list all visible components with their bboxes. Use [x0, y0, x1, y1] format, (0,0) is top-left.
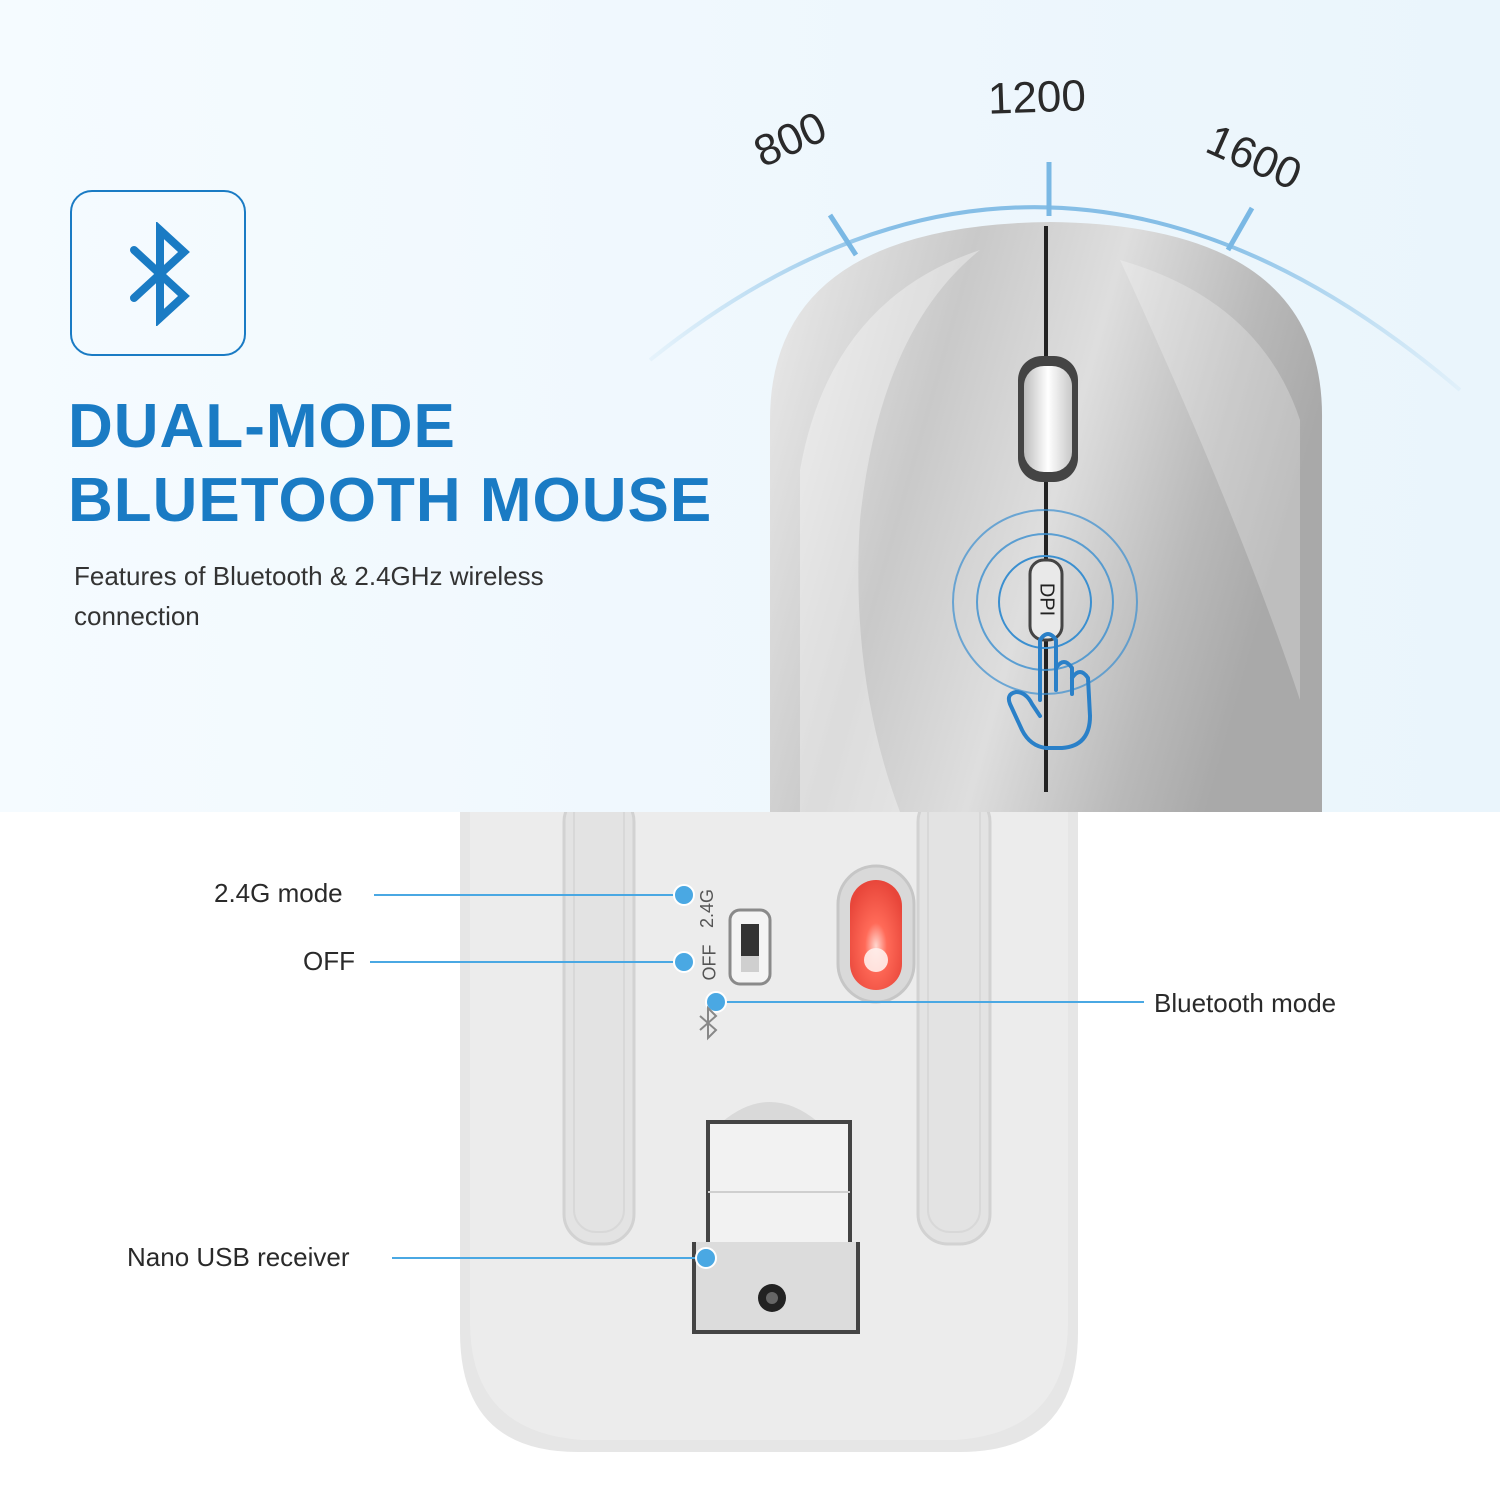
switch-marking-off: OFF — [699, 944, 720, 981]
callout-dot-24g — [673, 884, 695, 906]
headline-line-2: BLUETOOTH MOUSE — [68, 466, 713, 535]
subtitle: Features of Bluetooth & 2.4GHz wireless … — [74, 561, 544, 631]
dpi-button — [1028, 558, 1064, 642]
callout-dot-receiver — [695, 1247, 717, 1269]
right-foot-pad — [916, 812, 992, 1246]
mouse-bottom-illustration — [370, 812, 1144, 1452]
hand-pointer-icon — [1006, 632, 1092, 750]
mouse-top-illustration — [648, 162, 1462, 812]
callout-label-off: OFF — [303, 946, 355, 976]
receiver-slot — [706, 1120, 852, 1254]
dpi-tick-800 — [827, 213, 859, 257]
ripple-inner — [998, 555, 1092, 649]
dpi-arc — [648, 205, 1462, 392]
dpi-tick-1600 — [1225, 206, 1255, 252]
callout-dot-off — [673, 951, 695, 973]
dpi-label-1200: 1200 — [987, 71, 1087, 124]
bluetooth-icon-box — [70, 190, 246, 356]
headline-line-1: DUAL-MODE — [68, 392, 456, 461]
bottom-panel: 2.4G OFF 2.4G mode OFF Bluetooth mode Na… — [0, 812, 1500, 1500]
switch-bluetooth-icon — [699, 1005, 718, 1041]
callout-dot-bluetooth — [705, 991, 727, 1013]
ripple-mid — [976, 533, 1114, 671]
callout-label-24g: 2.4G mode — [214, 878, 343, 908]
switch-marking-24g: 2.4G — [697, 888, 718, 929]
bluetooth-icon — [130, 222, 190, 326]
callout-label-receiver: Nano USB receiver — [127, 1242, 350, 1272]
left-foot-pad — [562, 812, 636, 1246]
ripple-outer — [952, 509, 1138, 695]
headline: DUAL-MODE BLUETOOTH MOUSE — [68, 390, 712, 538]
top-panel: 800 1200 1600 DPI DUAL-MODE BLUETOOTH MO… — [0, 0, 1500, 812]
callout-label-bluetooth: Bluetooth mode — [1154, 988, 1337, 1018]
dpi-button-label: DPI — [1035, 582, 1058, 617]
